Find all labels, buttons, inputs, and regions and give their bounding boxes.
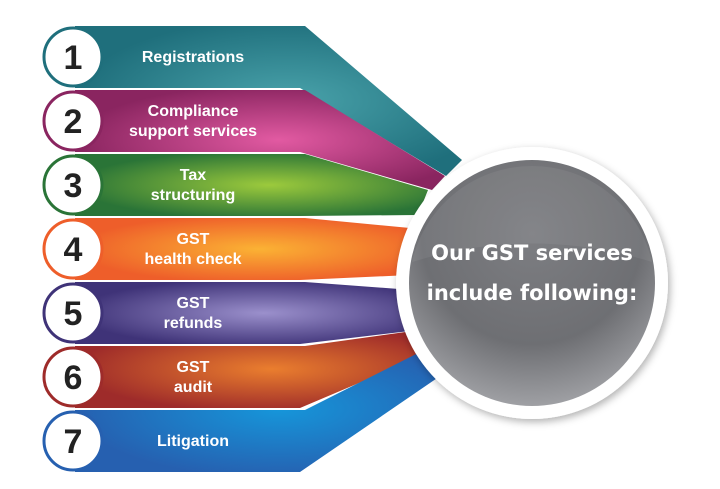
- item-label: support services: [129, 123, 257, 140]
- service-band: [75, 90, 445, 190]
- service-band: [75, 330, 432, 408]
- hub-gloss: [412, 166, 652, 262]
- item-label: GST: [177, 295, 210, 312]
- item-number: 3: [64, 167, 83, 205]
- hub-disc: [409, 160, 655, 406]
- item-number: 6: [64, 359, 83, 397]
- item-label: health check: [145, 251, 242, 268]
- number-badge: [42, 218, 104, 280]
- service-item-6: 6 GST audit: [42, 330, 432, 408]
- item-label: Litigation: [157, 433, 229, 450]
- item-label: audit: [174, 379, 213, 396]
- service-item-1: 1 Registrations: [42, 26, 462, 176]
- service-band: [75, 154, 428, 216]
- service-item-7: 7 Litigation: [42, 346, 446, 472]
- item-number: 4: [64, 231, 83, 269]
- item-label: GST: [177, 359, 210, 376]
- item-number: 1: [64, 39, 83, 77]
- item-label: Compliance: [148, 103, 239, 120]
- number-badge: [42, 282, 104, 344]
- number-badge: [42, 154, 104, 216]
- hub-circle: Our GST services include following:: [396, 147, 668, 419]
- item-number: 5: [64, 295, 83, 333]
- item-number: 2: [64, 103, 83, 141]
- item-label: Tax: [180, 167, 206, 184]
- service-band: [75, 282, 418, 344]
- service-item-2: 2 Compliance support services: [42, 90, 445, 190]
- number-badge: [42, 26, 104, 88]
- item-label: Registrations: [142, 49, 244, 66]
- service-item-3: 3 Tax structuring: [42, 154, 428, 216]
- number-badge: [42, 90, 104, 152]
- number-badge: [42, 410, 104, 472]
- hub-title-line2: include following:: [427, 281, 638, 305]
- service-band: [75, 26, 462, 176]
- service-band: [75, 218, 410, 280]
- item-number: 7: [64, 423, 83, 461]
- service-item-5: 5 GST refunds: [42, 282, 418, 344]
- hub-title-line1: Our GST services: [431, 241, 633, 265]
- service-bands: 1 Registrations 2 Compliance support service…: [42, 26, 462, 472]
- item-label: structuring: [151, 187, 235, 204]
- item-label: GST: [177, 231, 210, 248]
- service-band: [75, 346, 446, 472]
- service-item-4: 4 GST health check: [42, 218, 410, 280]
- number-badge: [42, 346, 104, 408]
- item-label: refunds: [164, 315, 223, 332]
